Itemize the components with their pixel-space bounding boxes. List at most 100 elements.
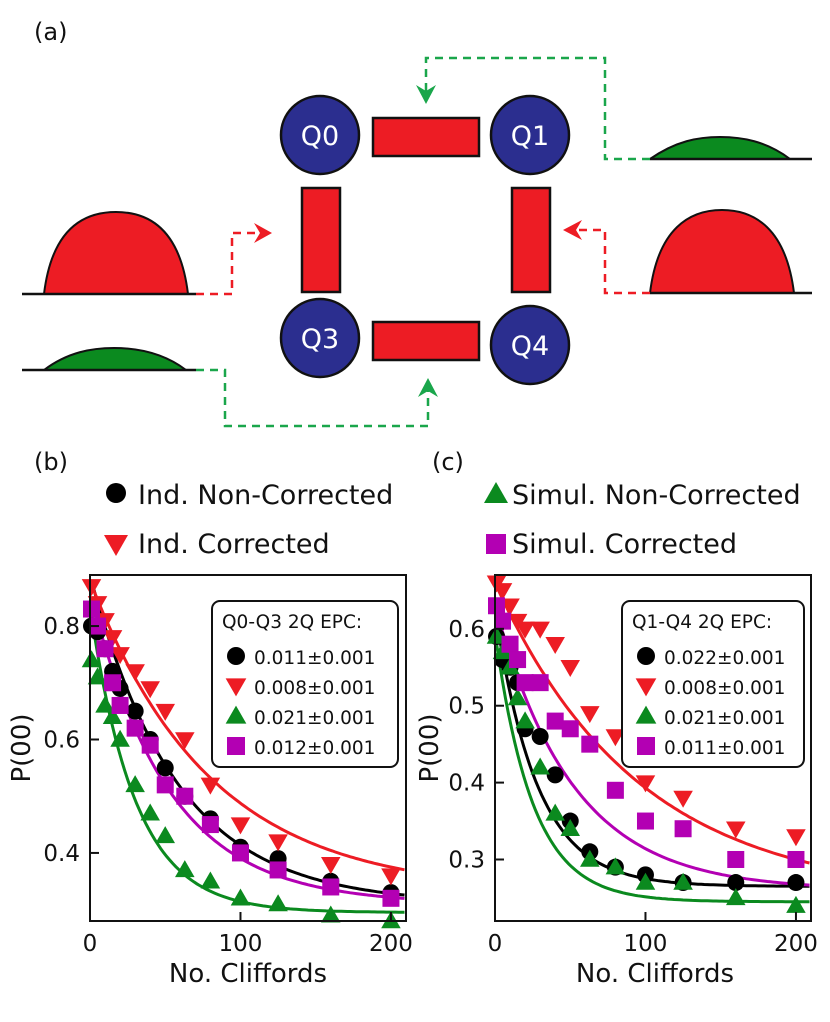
chart-b-legend: Q0-Q3 2Q EPC: 0.011±0.0010.008±0.0010.02… xyxy=(211,600,399,768)
legend-marker-circle xyxy=(106,483,126,503)
data-point-triangle-up xyxy=(673,872,693,890)
data-point-triangle-up xyxy=(635,872,656,890)
legend-marker-triangle-up xyxy=(225,705,247,724)
chart-c-legend-box xyxy=(621,600,805,768)
legend-label-ind-non-corrected: Ind. Non-Corrected xyxy=(138,480,393,511)
qubit-q3-label: Q3 xyxy=(301,324,339,355)
data-point-triangle-up xyxy=(515,711,535,729)
xtick-label: 200 xyxy=(369,931,413,957)
arrow-green-bottom xyxy=(418,378,438,397)
legend-entry-label: 0.008±0.001 xyxy=(664,678,785,699)
data-point-square xyxy=(231,844,249,862)
chart-b-legend-box xyxy=(211,600,399,768)
data-point-triangle-down xyxy=(635,775,656,793)
data-point-square xyxy=(727,850,745,868)
data-point-square xyxy=(111,696,129,714)
data-point-triangle-down xyxy=(492,583,513,601)
fit-line-triangle-down xyxy=(90,583,405,872)
ytick-label: 0.4 xyxy=(43,841,80,867)
data-point-triangle-up xyxy=(230,888,251,906)
data-point-triangle-up xyxy=(125,775,145,793)
data-point-circle xyxy=(546,766,564,784)
data-point-triangle-up xyxy=(560,818,581,836)
chart-c-frame xyxy=(494,574,812,922)
data-point-triangle-up xyxy=(175,860,195,878)
ytick-label: 0.4 xyxy=(448,771,485,797)
data-point-triangle-down xyxy=(673,790,693,808)
data-point-triangle-down xyxy=(155,703,176,721)
data-point-square xyxy=(176,787,194,805)
data-point-square xyxy=(269,861,287,879)
data-point-triangle-down xyxy=(530,621,550,639)
xtick-label: 200 xyxy=(774,931,818,957)
data-point-square xyxy=(494,612,512,630)
data-point-triangle-up xyxy=(102,707,123,725)
data-point-triangle-up xyxy=(268,894,288,912)
legend-marker-circle xyxy=(227,647,245,665)
data-point-triangle-up xyxy=(140,803,160,821)
data-point-triangle-down xyxy=(110,647,130,665)
data-point-triangle-up xyxy=(605,857,626,875)
fit-line-circle xyxy=(495,619,810,888)
data-point-triangle-up xyxy=(725,888,746,906)
qubit-q0-label: Q0 xyxy=(301,121,339,152)
xtick-label: 100 xyxy=(624,931,668,957)
chart-b-ylabel: P(00) xyxy=(7,713,37,782)
legend-marker-square xyxy=(637,737,655,755)
data-point-triangle-down xyxy=(230,817,251,835)
data-point-square xyxy=(382,889,400,907)
ytick-label: 0.6 xyxy=(43,727,80,753)
ytick-label: 0.5 xyxy=(448,694,485,720)
xtick-label: 0 xyxy=(83,931,98,957)
data-point-triangle-down xyxy=(725,821,746,839)
data-point-square xyxy=(787,850,805,868)
data-point-triangle-up xyxy=(87,667,108,685)
legend-marker-triangle-up xyxy=(484,482,508,503)
coupler-q1-q4 xyxy=(510,186,552,294)
data-point-triangle-down xyxy=(560,660,581,678)
legend-top-b: Ind. Non-Corrected Ind. Corrected xyxy=(104,480,393,560)
data-point-square xyxy=(606,781,624,799)
pulse-red-right xyxy=(648,208,812,295)
data-point-square xyxy=(674,820,692,838)
data-point-triangle-down xyxy=(140,681,160,699)
data-point-circle xyxy=(531,727,549,745)
data-point-triangle-up xyxy=(200,871,221,889)
data-point-square xyxy=(531,674,549,692)
chart-b-xlabel: No. Cliffords xyxy=(169,959,327,989)
ytick-label: 0.3 xyxy=(448,847,485,873)
data-point-triangle-up xyxy=(486,626,507,644)
data-point-square xyxy=(636,812,654,830)
legend-entry-label: 0.008±0.001 xyxy=(254,678,375,699)
legend-marker-triangle-down xyxy=(104,535,128,556)
data-point-square xyxy=(201,816,219,834)
data-point-square xyxy=(322,878,340,896)
data-point-triangle-down xyxy=(605,729,626,747)
data-point-square xyxy=(126,719,144,737)
data-point-square xyxy=(561,720,579,738)
data-point-triangle-down xyxy=(175,732,195,750)
data-point-square xyxy=(83,600,101,618)
data-point-triangle-up xyxy=(530,757,550,775)
qubit-q1-label: Q1 xyxy=(511,121,549,152)
pulse-green-right xyxy=(646,135,812,161)
qubit-q4: Q4 xyxy=(489,304,571,386)
legend-entry-label: 0.011±0.001 xyxy=(664,738,785,759)
data-point-square xyxy=(501,635,519,653)
legend-marker-square xyxy=(227,737,245,755)
data-point-square xyxy=(96,640,114,658)
data-point-square xyxy=(104,674,122,692)
coupler-q0-q1 xyxy=(371,116,481,158)
legend-marker-circle xyxy=(637,647,655,665)
data-point-circle xyxy=(727,874,745,892)
data-point-circle xyxy=(787,874,805,892)
qubit-q1: Q1 xyxy=(489,94,571,176)
legend-entry-label: 0.022±0.001 xyxy=(664,648,785,669)
data-point-triangle-up xyxy=(95,695,115,713)
legend-marker-square xyxy=(486,534,506,554)
data-point-triangle-down xyxy=(102,630,123,648)
legend-entry-label: 0.021±0.001 xyxy=(664,708,785,729)
